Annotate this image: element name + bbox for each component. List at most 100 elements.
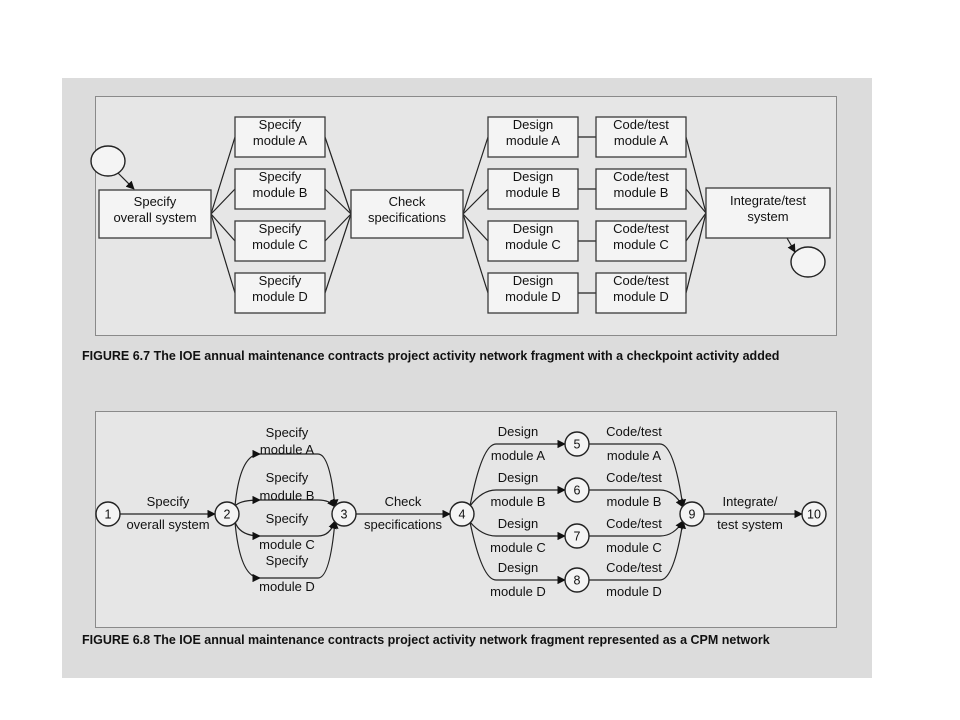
cpm-event-node-label: 8	[574, 574, 581, 588]
cpm-activity-arrow	[589, 489, 684, 508]
cpm-activity-arrow	[260, 453, 339, 508]
cpm-activity-label: Code/test	[606, 470, 662, 485]
activity-box-label: Design	[513, 221, 553, 236]
cpm-activity-label: module D	[259, 579, 315, 594]
network-edge	[462, 136, 489, 215]
cpm-activity-arrow	[234, 495, 261, 507]
activity-box-label: module B	[506, 185, 561, 200]
activity-box-label: module A	[506, 133, 561, 148]
activity-box-label: Design	[513, 273, 553, 288]
activity-box-label: module A	[614, 133, 669, 148]
activity-box-specify-c	[234, 220, 326, 262]
cpm-event-node-label: 4	[459, 508, 466, 522]
cpm-activity-arrow	[234, 521, 261, 541]
cpm-activity-label: module D	[606, 584, 662, 599]
cpm-activity-label: Specify	[266, 553, 309, 568]
activity-box-label: module C	[613, 237, 669, 252]
cpm-activity-arrow	[260, 520, 339, 579]
cpm-event-node-9	[679, 501, 705, 527]
activity-box-label: Code/test	[613, 221, 669, 236]
activity-box-label: module C	[252, 237, 308, 252]
cpm-event-node-label: 7	[574, 530, 581, 544]
network-edge	[324, 188, 352, 215]
activity-box-label: system	[747, 209, 788, 224]
cpm-event-node-7	[564, 523, 590, 549]
network-edge	[210, 213, 236, 294]
activity-box-code-a	[595, 116, 687, 158]
cpm-activity-label: Code/test	[606, 560, 662, 575]
cpm-event-node-8	[564, 567, 590, 593]
cpm-event-node-label: 1	[105, 508, 112, 522]
activity-box-label: Code/test	[613, 117, 669, 132]
activity-box-label: module A	[253, 133, 308, 148]
activity-box-label: Specify	[259, 169, 302, 184]
network-edge	[685, 212, 707, 294]
cpm-event-node-10	[801, 501, 827, 527]
cpm-activity-label: module B	[491, 494, 546, 509]
network-edge	[324, 213, 352, 294]
network-edge	[685, 136, 707, 214]
activity-box-specify-d	[234, 272, 326, 314]
figure-6-8-label: FIGURE 6.8	[82, 633, 151, 647]
activity-box-design-c	[487, 220, 579, 262]
cpm-activity-arrow	[469, 521, 566, 541]
network-edge	[210, 213, 236, 242]
activity-box-label: Specify	[259, 117, 302, 132]
activity-box-code-d	[595, 272, 687, 314]
activity-box-code-c	[595, 220, 687, 262]
activity-box-label: overall system	[113, 210, 196, 225]
cpm-activity-label: Design	[498, 424, 538, 439]
cpm-activity-label: module A	[260, 442, 315, 457]
activity-box-integrate	[705, 187, 831, 239]
network-edge	[210, 136, 236, 215]
activity-box-label: Design	[513, 169, 553, 184]
activity-box-check	[350, 189, 464, 239]
cpm-activity-label: module C	[490, 540, 546, 555]
figure-6-8-caption-text: The IOE annual maintenance contracts pro…	[153, 633, 770, 647]
cpm-activity-arrow	[234, 521, 261, 583]
activity-box-label: module C	[505, 237, 561, 252]
activity-box-label: specifications	[368, 210, 447, 225]
activity-box-specify-a	[234, 116, 326, 158]
network-edge	[210, 188, 236, 215]
cpm-activity-arrow	[589, 443, 687, 508]
cpm-event-node-5	[564, 431, 590, 457]
cpm-event-node-label: 10	[807, 508, 821, 522]
cpm-activity-label: module B	[260, 488, 315, 503]
cpm-event-node-2	[214, 501, 240, 527]
activity-box-label: Specify	[259, 221, 302, 236]
network-edge	[324, 213, 352, 242]
cpm-activity-label: Code/test	[606, 424, 662, 439]
cpm-event-node-label: 2	[224, 508, 231, 522]
network-edge	[685, 212, 707, 242]
cpm-activity-arrow	[589, 520, 687, 581]
activity-box-label: Integrate/test	[730, 193, 806, 208]
activity-box-code-b	[595, 168, 687, 210]
cpm-activity-label: module B	[607, 494, 662, 509]
cpm-event-node-label: 3	[341, 508, 348, 522]
cpm-activity-arrow	[469, 521, 566, 585]
figure-6-7-caption: FIGURE 6.7 The IOE annual maintenance co…	[82, 348, 852, 365]
activity-box-label: module B	[253, 185, 308, 200]
cpm-event-node-4	[449, 501, 475, 527]
network-edge	[324, 136, 352, 215]
cpm-activity-arrow	[260, 498, 336, 508]
activity-box-design-b	[487, 168, 579, 210]
cpm-event-node-1	[95, 501, 121, 527]
cpm-event-node-3	[331, 501, 357, 527]
end-event-circle	[790, 246, 826, 278]
cpm-activity-label: test system	[717, 517, 783, 532]
cpm-activity-arrow	[469, 485, 566, 507]
activity-box-label: module D	[613, 289, 669, 304]
cpm-activity-arrow	[234, 449, 261, 507]
cpm-activity-label: module C	[606, 540, 662, 555]
cpm-activity-label: Design	[498, 560, 538, 575]
network-edge	[786, 237, 796, 253]
activity-box-specify-b	[234, 168, 326, 210]
activity-box-label: module D	[252, 289, 308, 304]
network-edge	[462, 213, 489, 242]
cpm-activity-label: Check	[385, 494, 422, 509]
